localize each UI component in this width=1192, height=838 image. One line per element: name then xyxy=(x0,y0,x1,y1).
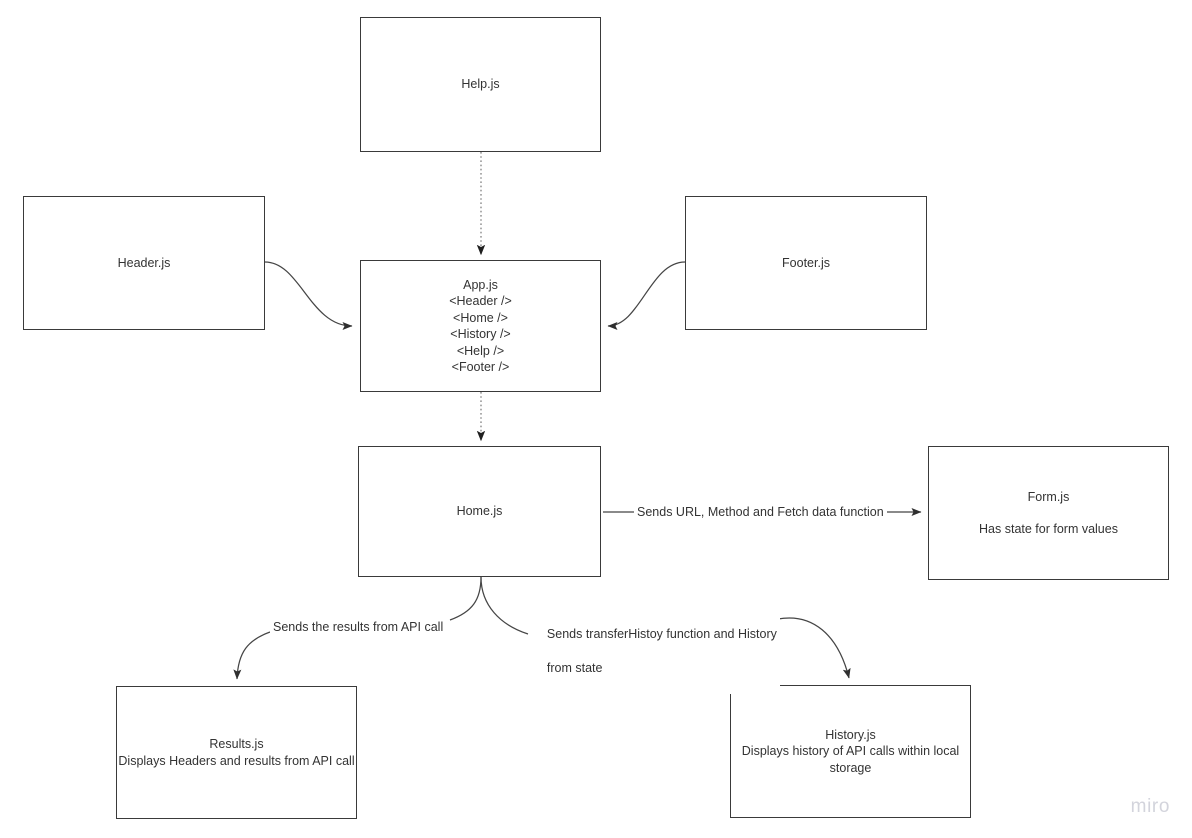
app-node-child-home: <Home /> xyxy=(453,310,508,325)
edge-header-to-app xyxy=(264,261,353,330)
app-node-child-footer: <Footer /> xyxy=(451,360,510,374)
form-node-description: Has state for form values xyxy=(979,522,1118,536)
results-node[interactable]: Results.js Displays Headers and results … xyxy=(116,686,357,819)
home-node[interactable]: Home.js xyxy=(358,446,601,577)
app-node-child-history: <History /> xyxy=(450,327,511,341)
header-node[interactable]: Header.js xyxy=(23,196,265,330)
edge-home-to-history xyxy=(480,576,851,679)
results-node-title: Results.js xyxy=(209,737,264,751)
app-node-child-help: <Help /> xyxy=(456,343,505,358)
form-node-title: Form.js xyxy=(1027,489,1070,504)
edge-footer-to-app xyxy=(607,261,686,330)
miro-watermark: miro xyxy=(1130,796,1170,817)
edge-label-home-to-history-line2: from state xyxy=(546,661,603,675)
edge-label-home-to-history: Sends transferHistoy function and Histor… xyxy=(530,609,780,694)
history-node-title: History.js xyxy=(825,727,876,742)
history-node[interactable]: History.js Displays history of API calls… xyxy=(730,685,971,818)
edge-label-home-to-form: Sends URL, Method and Fetch data functio… xyxy=(634,504,887,521)
help-node[interactable]: Help.js xyxy=(360,17,601,152)
help-node-label: Help.js xyxy=(461,77,500,92)
edge-label-home-to-history-line1: Sends transferHistoy function and Histor… xyxy=(546,627,777,641)
home-node-label: Home.js xyxy=(456,504,503,519)
footer-node[interactable]: Footer.js xyxy=(685,196,927,330)
history-node-description-line2: storage xyxy=(829,760,872,775)
edge-label-home-to-results: Sends the results from API call xyxy=(270,619,447,636)
app-node-child-header: <Header /> xyxy=(449,294,512,308)
header-node-label: Header.js xyxy=(117,255,171,270)
form-node[interactable]: Form.js Has state for form values xyxy=(928,446,1169,580)
results-node-description: Displays Headers and results from API ca… xyxy=(118,753,355,768)
footer-node-label: Footer.js xyxy=(782,255,830,270)
app-node-title: App.js xyxy=(463,277,498,292)
app-node[interactable]: App.js <Header /> <Home /> <History /> <… xyxy=(360,260,601,392)
history-node-description-line1: Displays history of API calls within loc… xyxy=(741,744,960,759)
